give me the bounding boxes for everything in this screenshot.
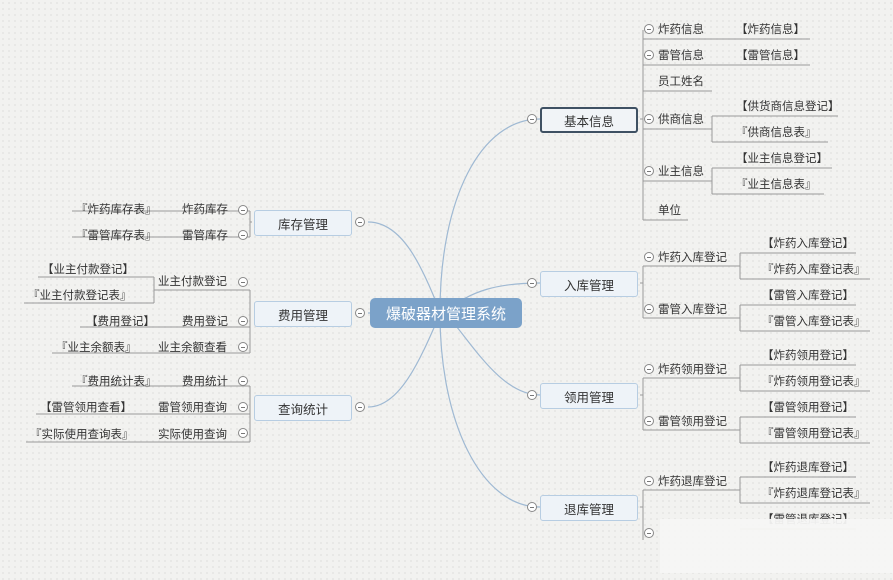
leaf[interactable]: 『雷管领用登记表』 xyxy=(762,426,866,440)
collapse-toggle[interactable] xyxy=(644,50,654,60)
leaf[interactable]: 【炸药领用登记】 xyxy=(762,348,854,362)
topic-unit[interactable]: 单位 xyxy=(658,203,681,217)
leaf[interactable]: 【炸药退库登记】 xyxy=(762,460,854,474)
leaf[interactable]: 【雷管入库登记】 xyxy=(762,288,854,302)
collapse-toggle[interactable] xyxy=(644,476,654,486)
edge-root-return xyxy=(439,313,541,508)
collapse-toggle[interactable] xyxy=(355,217,365,227)
leaf[interactable]: 【雷管信息】 xyxy=(736,48,805,62)
topic-explosive-stock[interactable]: 炸药库存 xyxy=(182,202,228,216)
leaf[interactable]: 【费用登记】 xyxy=(86,314,155,328)
root-node[interactable]: 爆破器材管理系统 xyxy=(370,298,522,328)
leaf[interactable]: 【炸药信息】 xyxy=(736,22,805,36)
topic-actual-usage-query[interactable]: 实际使用查询 xyxy=(158,427,227,441)
edge-root-query xyxy=(367,313,441,408)
topic-explosive-issue[interactable]: 炸药领用登记 xyxy=(658,362,727,376)
collapse-toggle[interactable] xyxy=(644,528,654,538)
leaf[interactable]: 【业主信息登记】 xyxy=(736,151,828,165)
collapse-toggle[interactable] xyxy=(355,308,365,318)
leaf[interactable]: 『炸药领用登记表』 xyxy=(762,374,866,388)
leaf[interactable]: 【业主付款登记】 xyxy=(42,262,134,276)
topic-detonator-issue[interactable]: 雷管领用登记 xyxy=(658,414,727,428)
branch-inbound[interactable]: 入库管理 xyxy=(540,271,638,297)
collapse-toggle[interactable] xyxy=(644,114,654,124)
branch-issue[interactable]: 领用管理 xyxy=(540,383,638,409)
topic-owner-payment[interactable]: 业主付款登记 xyxy=(158,274,227,288)
leaf[interactable]: 『炸药退库登记表』 xyxy=(762,486,866,500)
collapse-toggle[interactable] xyxy=(238,277,248,287)
leaf[interactable]: 【雷管领用登记】 xyxy=(762,400,854,414)
leaf[interactable]: 【炸药入库登记】 xyxy=(762,236,854,250)
topic-explosive-return[interactable]: 炸药退库登记 xyxy=(658,474,727,488)
topic-detonator-inbound[interactable]: 雷管入库登记 xyxy=(658,302,727,316)
topic-explosive-inbound[interactable]: 炸药入库登记 xyxy=(658,250,727,264)
topic-fee-registration[interactable]: 费用登记 xyxy=(182,314,228,328)
collapse-toggle[interactable] xyxy=(238,376,248,386)
leaf[interactable]: 『雷管入库登记表』 xyxy=(762,314,866,328)
branch-basic-info[interactable]: 基本信息 xyxy=(540,107,638,133)
topic-owner-balance[interactable]: 业主余额查看 xyxy=(158,340,227,354)
leaf[interactable]: 『炸药库存表』 xyxy=(76,202,157,216)
collapse-toggle[interactable] xyxy=(644,252,654,262)
leaf[interactable]: 『雷管库存表』 xyxy=(76,228,157,242)
leaf[interactable]: 『炸药入库登记表』 xyxy=(762,262,866,276)
collapse-toggle[interactable] xyxy=(644,304,654,314)
branch-inventory[interactable]: 库存管理 xyxy=(254,210,352,236)
topic-supplier-info[interactable]: 供商信息 xyxy=(658,112,704,126)
leaf[interactable]: 【雷管领用查看】 xyxy=(40,400,132,414)
topic-owner-info[interactable]: 业主信息 xyxy=(658,164,704,178)
leaf[interactable]: 『业主付款登记表』 xyxy=(28,288,132,302)
leaf[interactable]: 『业主余额表』 xyxy=(56,340,137,354)
leaf[interactable]: 『业主信息表』 xyxy=(736,177,817,191)
watermark-overlay xyxy=(660,519,893,573)
collapse-toggle[interactable] xyxy=(527,278,537,288)
leaf[interactable]: 『费用统计表』 xyxy=(76,374,157,388)
topic-detonator-query[interactable]: 雷管领用查询 xyxy=(158,400,227,414)
collapse-toggle[interactable] xyxy=(527,502,537,512)
topic-detonator-stock[interactable]: 雷管库存 xyxy=(182,228,228,242)
leaf[interactable]: 『供商信息表』 xyxy=(736,125,817,139)
leaf[interactable]: 『实际使用查询表』 xyxy=(30,427,134,441)
topic-explosive-info[interactable]: 炸药信息 xyxy=(658,22,704,36)
collapse-toggle[interactable] xyxy=(644,24,654,34)
edge-root-inventory xyxy=(367,221,441,313)
collapse-toggle[interactable] xyxy=(644,416,654,426)
branch-return[interactable]: 退库管理 xyxy=(540,495,638,521)
collapse-toggle[interactable] xyxy=(644,166,654,176)
collapse-toggle[interactable] xyxy=(527,390,537,400)
collapse-toggle[interactable] xyxy=(238,230,248,240)
edge-root-basic-info xyxy=(439,118,541,313)
branch-query[interactable]: 查询统计 xyxy=(254,395,352,421)
collapse-toggle[interactable] xyxy=(355,402,365,412)
collapse-toggle[interactable] xyxy=(238,205,248,215)
topic-employee-name[interactable]: 员工姓名 xyxy=(658,74,704,88)
topic-detonator-info[interactable]: 雷管信息 xyxy=(658,48,704,62)
topic-fee-statistics[interactable]: 费用统计 xyxy=(182,374,228,388)
collapse-toggle[interactable] xyxy=(527,114,537,124)
branch-fees[interactable]: 费用管理 xyxy=(254,301,352,327)
collapse-toggle[interactable] xyxy=(238,316,248,326)
collapse-toggle[interactable] xyxy=(238,402,248,412)
leaf[interactable]: 【供货商信息登记】 xyxy=(736,99,840,113)
collapse-toggle[interactable] xyxy=(238,428,248,438)
collapse-toggle[interactable] xyxy=(238,342,248,352)
collapse-toggle[interactable] xyxy=(644,364,654,374)
